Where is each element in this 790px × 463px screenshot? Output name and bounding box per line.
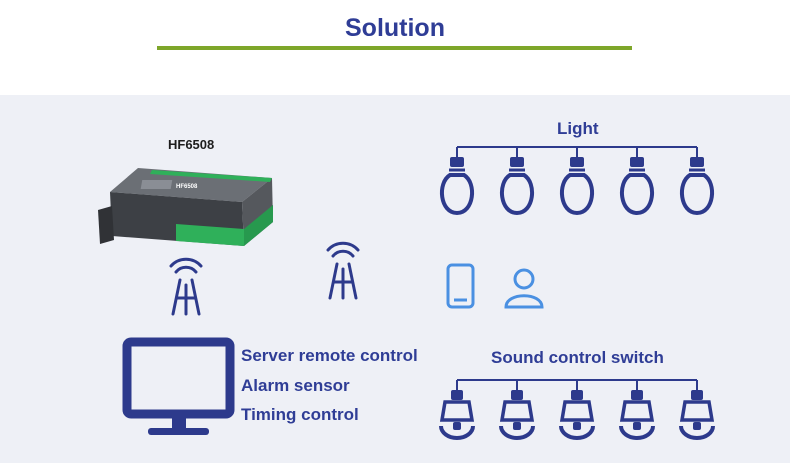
title-underline — [157, 46, 632, 50]
device-model-label: HF6508 — [168, 137, 215, 152]
light-bulb-icon — [560, 157, 594, 216]
feature-alarm-sensor: Alarm sensor — [241, 376, 350, 395]
smartphone-icon — [446, 263, 475, 309]
feature-server-remote-control: Server remote control — [241, 346, 418, 365]
sound-switch-icon — [499, 390, 535, 440]
device-icon: HF6508 — [98, 168, 273, 246]
device-body-label: HF6508 — [176, 184, 198, 190]
light-bulbs — [440, 157, 714, 216]
sound-switch-icon — [439, 390, 475, 440]
light-bulb-icon — [440, 157, 474, 216]
sound-switches — [439, 390, 715, 440]
page-title: Solution — [345, 14, 445, 42]
sound-switch-group-title: Sound control switch — [491, 348, 664, 367]
user-icon — [504, 268, 544, 309]
sound-switch-bus — [456, 379, 698, 390]
light-bulb-icon — [680, 157, 714, 216]
light-bulb-icon — [500, 157, 534, 216]
tower-icon — [326, 241, 360, 300]
light-group-title: Light — [557, 119, 599, 138]
tower-icon — [169, 257, 203, 316]
sound-switch-icon — [619, 390, 655, 440]
light-bulb-icon — [620, 157, 654, 216]
sound-switch-icon — [559, 390, 595, 440]
diagram-panel — [0, 95, 790, 463]
light-bus — [456, 146, 698, 157]
sound-switch-icon — [679, 390, 715, 440]
monitor-icon — [122, 337, 235, 435]
feature-timing-control: Timing control — [241, 405, 359, 424]
